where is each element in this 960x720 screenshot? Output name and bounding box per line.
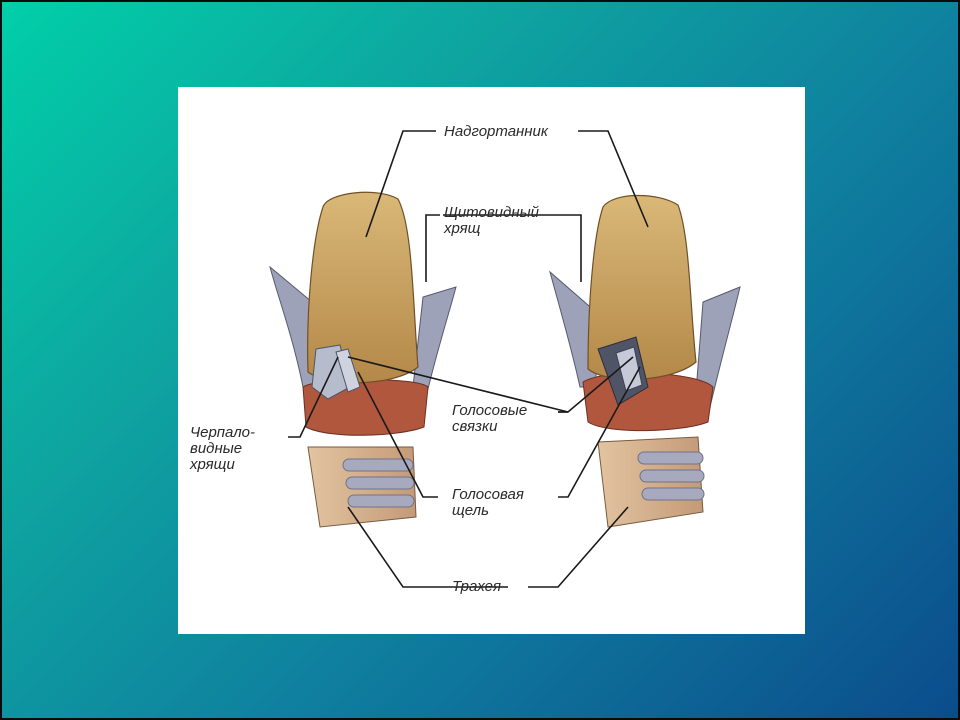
- label-glottis-1: Голосовая: [452, 486, 524, 503]
- label-arytenoid-1: Черпало-: [190, 424, 256, 441]
- label-glottis-2: щель: [452, 502, 489, 519]
- left-thyroid-wing-r: [412, 286, 457, 398]
- larynx-diagram: Надгортанник Щитовидный хрящ Черпало- ви…: [178, 87, 805, 634]
- left-trachea-rings: [342, 458, 415, 508]
- right-epiglottis: [587, 194, 697, 380]
- label-thyroid-1: Щитовидный: [444, 204, 539, 221]
- right-larynx: [549, 194, 741, 528]
- larynx-illustration: [269, 130, 741, 588]
- label-vocal-cords-1: Голосовые: [452, 402, 528, 419]
- label-thyroid-2: хрящ: [444, 220, 481, 237]
- label-trachea: Трахея: [452, 578, 502, 595]
- right-muscle: [582, 372, 714, 432]
- label-arytenoid-3: хрящи: [190, 456, 235, 473]
- left-epiglottis: [307, 191, 419, 384]
- left-larynx: [269, 191, 457, 528]
- label-arytenoid-2: видные: [190, 440, 243, 457]
- right-cords: [615, 346, 643, 392]
- left-cords: [335, 348, 361, 393]
- label-epiglottis: Надгортанник: [444, 123, 548, 140]
- leader-lines: [288, 130, 649, 588]
- right-trachea-rings: [637, 451, 705, 501]
- label-vocal-cords-2: связки: [452, 418, 498, 435]
